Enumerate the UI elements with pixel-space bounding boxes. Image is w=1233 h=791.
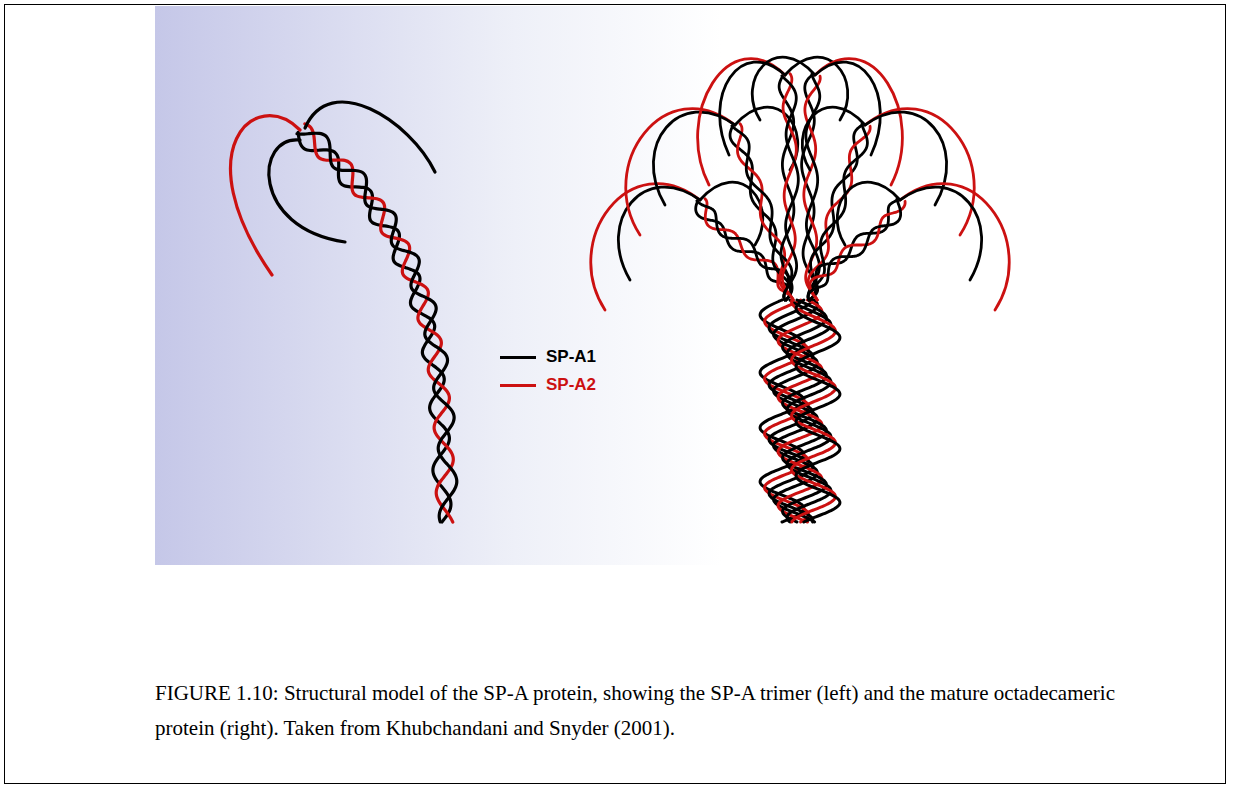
globular-head — [837, 182, 900, 245]
globular-head — [865, 109, 974, 235]
globular-head — [698, 59, 785, 185]
globular-head — [591, 184, 700, 310]
globular-head — [305, 102, 435, 172]
globular-head — [752, 57, 815, 120]
globular-head — [900, 184, 1009, 310]
globular-head — [626, 109, 735, 235]
protein-chain — [297, 133, 457, 522]
globular-head — [900, 187, 982, 280]
legend-row: SP-A1 — [500, 343, 596, 371]
globular-head — [865, 112, 947, 205]
legend-label: SP-A1 — [546, 347, 596, 367]
protein-chain — [808, 126, 870, 300]
protein-chain — [796, 300, 840, 522]
globular-head — [720, 62, 785, 155]
image-background — [155, 6, 1100, 565]
protein-chain — [808, 199, 900, 300]
legend-swatch — [500, 356, 536, 359]
legend-swatch — [500, 384, 536, 387]
globular-head — [802, 107, 865, 170]
globular-head — [700, 182, 763, 245]
legend-label: SP-A2 — [546, 375, 596, 395]
protein-chain — [782, 76, 798, 300]
globular-head — [269, 140, 345, 242]
protein-strands — [231, 57, 1010, 522]
globular-head — [618, 187, 700, 280]
legend-row: SP-A2 — [500, 371, 596, 399]
globular-head — [815, 59, 902, 185]
figure-caption: FIGURE 1.10: Structural model of the SP-… — [155, 676, 1165, 745]
legend: SP-A1SP-A2 — [500, 343, 596, 399]
globular-head — [653, 112, 735, 205]
